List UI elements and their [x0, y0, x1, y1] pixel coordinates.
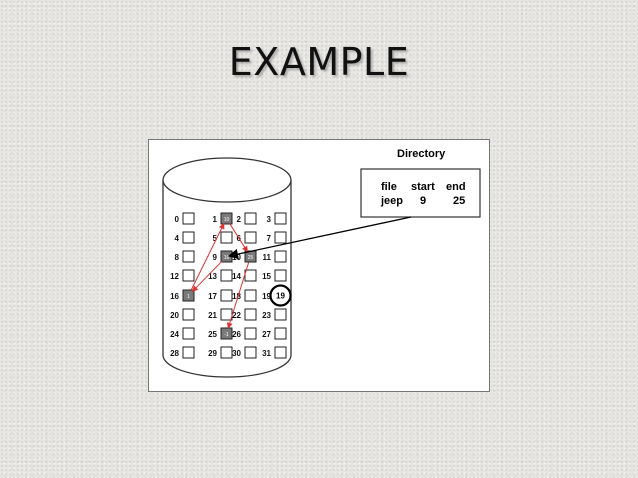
block-label: 25 — [208, 330, 217, 339]
next-pointer-label: 25 — [248, 255, 254, 261]
free-block — [274, 327, 287, 340]
block-label: 12 — [170, 272, 179, 281]
free-block — [182, 269, 195, 282]
block-label: 16 — [170, 292, 179, 301]
highlighted-block-ring — [269, 284, 292, 307]
block-label: 17 — [208, 292, 217, 301]
free-block — [244, 269, 257, 282]
block-label: 20 — [170, 311, 179, 320]
disk-diagram: 0110234567891610251112131415161171819192… — [148, 139, 490, 392]
block-label: 19 — [262, 292, 271, 301]
directory-val-file: jeep — [380, 195, 403, 207]
linked-chain — [190, 222, 250, 329]
block-label: 2 — [237, 215, 242, 224]
block-label: 24 — [170, 330, 179, 339]
highlighted-block-label: 19 — [276, 292, 285, 301]
next-pointer-label: 10 — [224, 217, 230, 223]
free-block — [182, 327, 195, 340]
directory-col-start: start — [411, 181, 435, 193]
diagram-svg: 0110234567891610251112131415161171819192… — [162, 148, 481, 378]
next-pointer-label: -1 — [224, 332, 229, 338]
block-label: 15 — [262, 272, 271, 281]
block-label: 14 — [232, 272, 241, 281]
block-label: 3 — [267, 215, 272, 224]
directory-panel: Directory file start end jeep 9 25 — [360, 148, 481, 218]
chain-arrow — [190, 222, 225, 291]
block-label: 30 — [232, 349, 241, 358]
chain-arrow — [229, 223, 248, 253]
free-block — [182, 346, 195, 359]
slide-title: EXAMPLE — [228, 40, 410, 84]
block-label: 11 — [263, 253, 272, 262]
block-label: 4 — [175, 234, 180, 243]
free-block — [244, 327, 257, 340]
free-block — [274, 250, 287, 263]
next-pointer-label: 1 — [187, 294, 190, 300]
block-label: 5 — [213, 234, 218, 243]
free-block — [182, 212, 195, 225]
block-label: 23 — [262, 311, 271, 320]
block-label: 7 — [267, 234, 272, 243]
free-block — [182, 308, 195, 321]
directory-table — [360, 168, 481, 218]
free-block — [244, 289, 257, 302]
directory-col-end: end — [446, 181, 466, 193]
block-label: 13 — [208, 272, 217, 281]
free-block — [274, 308, 287, 321]
directory-start-pointer — [227, 216, 412, 260]
used-block — [182, 289, 195, 302]
free-block — [220, 269, 233, 282]
free-block — [274, 231, 287, 244]
free-block — [244, 212, 257, 225]
disk-cylinder — [162, 157, 292, 378]
next-pointer-label: 16 — [224, 255, 230, 261]
block-label: 0 — [175, 215, 180, 224]
block-label: 28 — [170, 349, 179, 358]
free-block — [274, 346, 287, 359]
used-block — [220, 212, 233, 225]
free-block — [244, 346, 257, 359]
directory-val-start: 9 — [420, 195, 426, 207]
free-block — [274, 269, 287, 282]
block-label: 18 — [232, 292, 241, 301]
block-label: 31 — [262, 349, 271, 358]
block-label: 22 — [232, 311, 241, 320]
directory-col-file: file — [381, 181, 397, 193]
block-label: 27 — [262, 330, 271, 339]
block-label: 26 — [232, 330, 241, 339]
free-block — [220, 308, 233, 321]
free-block — [274, 212, 287, 225]
chain-arrow — [226, 262, 250, 329]
used-block — [220, 327, 233, 340]
free-block — [244, 231, 257, 244]
block-label: 29 — [208, 349, 217, 358]
free-block — [182, 231, 195, 244]
block-label: 1 — [213, 215, 218, 224]
block-label: 8 — [175, 253, 180, 262]
free-block — [220, 289, 233, 302]
directory-heading: Directory — [397, 148, 446, 160]
chain-arrow — [191, 260, 223, 292]
free-block — [182, 250, 195, 263]
free-block — [244, 308, 257, 321]
block-label: 21 — [208, 311, 217, 320]
free-block — [220, 346, 233, 359]
directory-val-end: 25 — [453, 195, 465, 207]
free-block — [220, 231, 233, 244]
block-label: 9 — [213, 253, 218, 262]
